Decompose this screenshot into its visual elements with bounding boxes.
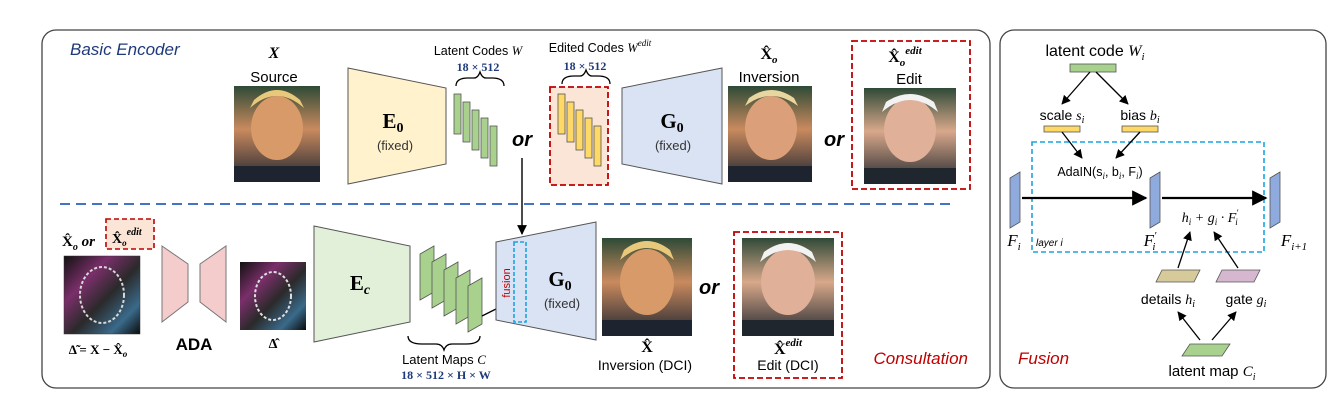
source-symbol: X <box>268 45 280 62</box>
residual-image <box>63 255 141 335</box>
edit-dci-label: Edit (DCI) <box>757 357 818 373</box>
edit-top-box <box>851 40 971 190</box>
inversion-dci-image <box>602 238 692 336</box>
finext-block <box>1269 171 1281 229</box>
inversion-top-label: Inversion <box>739 69 800 86</box>
map-to-gate-arrow <box>1211 311 1237 341</box>
bias-bar <box>1121 125 1159 133</box>
edit-top-image <box>864 88 956 184</box>
encoder-e0 <box>347 67 447 185</box>
source-image <box>234 86 320 182</box>
latent-code-bar <box>1069 63 1117 73</box>
fiprime-label: F′i <box>1143 230 1157 253</box>
gate-to-formula-arrow <box>1213 231 1239 269</box>
ada-label: ADA <box>176 335 213 354</box>
adain-label: AdaIN(si, bi, Fi) <box>1057 165 1142 181</box>
generator-g0-top-note: (fixed) <box>655 138 691 153</box>
edited-code-bars <box>557 93 602 167</box>
edit-dci-box <box>733 231 843 379</box>
details-block <box>1155 269 1201 283</box>
edit-top-label: Edit <box>896 71 923 88</box>
latent-maps-dim: 18 × 512 × H × W <box>401 368 491 382</box>
encoder-e0-name: E0 <box>382 109 403 136</box>
generator-g0-top <box>621 67 723 185</box>
consult-input-alt-box <box>105 218 155 250</box>
fusion-label: fusion <box>501 268 513 297</box>
inversion-top-symbol: X̂o <box>760 45 778 66</box>
edited-codes-label: Edited Codes Wedit <box>549 38 652 55</box>
basic-encoder-title: Basic Encoder <box>70 40 181 59</box>
generator-g0-bottom <box>495 221 597 341</box>
source-label: Source <box>250 69 298 86</box>
generator-g0-bottom-note: (fixed) <box>544 296 580 311</box>
consult-input-label: X̂o or <box>62 233 95 253</box>
edited-codes-dim: 18 × 512 <box>564 59 607 73</box>
map-to-details-arrow <box>1177 311 1201 341</box>
latent-maps-stack <box>419 245 483 333</box>
scale-to-adain-arrow <box>1061 131 1083 159</box>
gate-block <box>1215 269 1261 283</box>
gate-label: gate gi <box>1226 291 1267 310</box>
residual-label: Δ̃ = X − X̂o <box>69 342 128 359</box>
details-label: details hi <box>1141 291 1195 310</box>
delta-hat-image <box>240 262 306 330</box>
or-2: or <box>824 129 845 151</box>
fusion-box <box>513 241 527 323</box>
inversion-top-image <box>728 86 812 182</box>
fi-block <box>1009 171 1021 229</box>
code-to-scale-arrow <box>1061 71 1091 105</box>
edit-dci-symbol: X̂edit <box>774 337 803 358</box>
bias-to-adain-arrow <box>1115 131 1141 159</box>
edit-top-symbol: X̂oedit <box>888 45 923 69</box>
latent-map-block <box>1181 343 1231 357</box>
layer-label: layer i <box>1036 238 1063 249</box>
fusion-formula: hi + gi · F′i <box>1182 208 1240 227</box>
fusion-panel <box>999 29 1327 389</box>
consult-input-alt-symbol: X̂oedit <box>112 227 143 248</box>
fiprime-block <box>1149 171 1161 229</box>
latent-codes-brace <box>455 69 505 87</box>
scale-label: scale si <box>1040 107 1085 126</box>
inversion-dci-label: Inversion (DCI) <box>598 357 692 373</box>
latent-code-label: latent code Wi <box>1045 43 1144 63</box>
latent-maps-brace <box>407 335 481 353</box>
details-to-formula-arrow <box>1177 231 1192 269</box>
delta-hat-label: Δ̂ <box>269 337 281 352</box>
finext-label: Fi+1 <box>1280 231 1307 253</box>
edited-codes-brace <box>561 67 611 85</box>
encoder-ec-name: Ec <box>350 271 371 298</box>
generator-g0-top-name: G0 <box>660 109 683 136</box>
bias-label: bias bi <box>1120 107 1160 126</box>
latent-map-label: latent map Ci <box>1168 363 1255 383</box>
generator-g0-bottom-name: G0 <box>548 267 571 294</box>
fi-label: Fi <box>1006 231 1020 253</box>
or-3: or <box>699 277 720 299</box>
main-panel <box>41 29 991 389</box>
latent-codes-label: Latent Codes W <box>434 44 524 58</box>
code-to-bias-arrow <box>1095 71 1129 105</box>
scale-bar <box>1043 125 1081 133</box>
fusion-panel-title: Fusion <box>1018 349 1069 368</box>
or-1: or <box>512 129 533 151</box>
latent-maps-label: Latent Maps C <box>402 352 486 367</box>
inversion-dci-symbol: X̂ <box>641 338 653 356</box>
encoder-ec <box>313 225 411 343</box>
ada-left-half <box>161 245 189 324</box>
edit-dci-image <box>742 238 834 336</box>
consultation-title: Consultation <box>873 349 968 368</box>
ada-right-half <box>199 245 227 324</box>
encoder-e0-note: (fixed) <box>377 138 413 153</box>
latent-code-bars <box>453 93 498 167</box>
latent-codes-dim: 18 × 512 <box>457 60 500 74</box>
